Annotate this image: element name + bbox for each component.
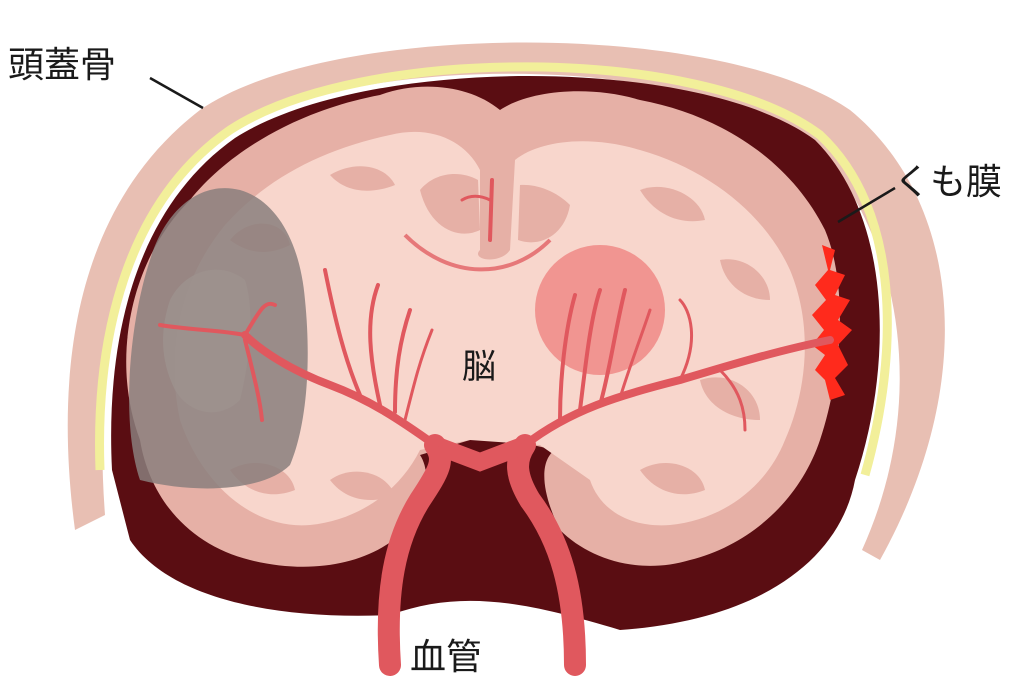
arachnoid-label: くも膜: [894, 165, 1002, 201]
brain-label: 脳: [462, 350, 496, 384]
hemorrhage-area: [535, 245, 665, 375]
infarct-inner: [163, 270, 250, 413]
vessel-label: 血管: [410, 640, 482, 676]
skull-label: 頭蓋骨: [8, 48, 116, 84]
skull-pointer-line: [150, 78, 203, 108]
